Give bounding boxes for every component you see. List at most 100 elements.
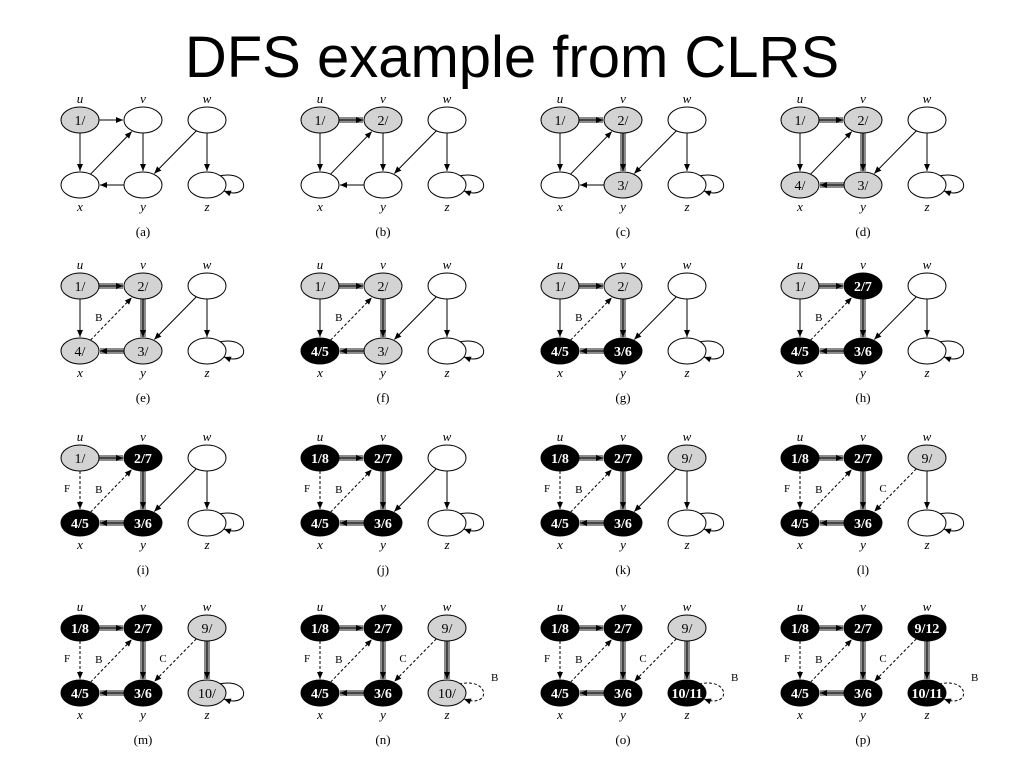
node-z (907, 509, 947, 537)
vertex-label-x: x (316, 365, 323, 380)
node-time-y: 3/6 (374, 687, 392, 702)
node-time-y: 3/6 (614, 517, 632, 532)
node-u (60, 444, 100, 472)
node-time-u: 1/8 (311, 452, 329, 467)
vertex-label-v: v (140, 429, 146, 444)
vertex-label-z: z (443, 537, 449, 552)
node-x (60, 679, 100, 707)
vertex-label-x: x (556, 707, 563, 722)
vertex-label-z: z (203, 365, 209, 380)
node-time-v: 2/ (378, 280, 389, 295)
vertex-label-y: y (618, 537, 626, 552)
node-v (603, 444, 643, 472)
vertex-label-x: x (556, 537, 563, 552)
node-x (540, 509, 580, 537)
vertex-label-w: w (203, 257, 212, 272)
edge-x-v (330, 131, 373, 175)
node-v (363, 272, 403, 300)
node-time-x: 4/5 (791, 687, 809, 702)
edge-w-y (393, 468, 437, 512)
node-v (843, 444, 883, 472)
vertex-label-z: z (683, 537, 689, 552)
node-u (540, 106, 580, 134)
node-w (667, 444, 707, 472)
node-y (603, 679, 643, 707)
edge-label-w-y: C (879, 653, 886, 665)
node-w (187, 106, 227, 134)
panel-caption: (h) (855, 390, 870, 405)
node-x (780, 171, 820, 199)
node-z (427, 171, 467, 199)
edge-label-u-x: F (64, 483, 70, 495)
vertex-label-y: y (378, 365, 386, 380)
node-x (60, 337, 100, 365)
edge-z-z-loop (458, 512, 485, 535)
node-time-y: 3/6 (854, 345, 872, 360)
vertex-label-y: y (378, 199, 386, 214)
node-time-v: 2/ (618, 280, 629, 295)
edge-label-w-y: C (639, 653, 646, 665)
node-y (363, 679, 403, 707)
panel-caption: (g) (615, 390, 630, 405)
edge-label-w-y: C (879, 483, 886, 495)
node-v (843, 614, 883, 642)
node-u (780, 272, 820, 300)
node-time-y: 3/6 (134, 687, 152, 702)
vertex-label-u: u (77, 257, 84, 272)
node-y (843, 337, 883, 365)
node-w (427, 106, 467, 134)
node-time-u: 1/8 (71, 622, 89, 637)
node-time-x: 4/5 (791, 517, 809, 532)
vertex-label-x: x (796, 365, 803, 380)
node-time-v: 2/7 (374, 452, 392, 467)
node-time-v: 2/7 (134, 622, 152, 637)
node-time-v: 2/ (858, 114, 869, 129)
node-time-u: 1/ (795, 280, 806, 295)
edge-w-y (873, 296, 917, 340)
node-time-x: 4/5 (551, 687, 569, 702)
vertex-label-w: w (203, 429, 212, 444)
vertex-label-u: u (557, 429, 564, 444)
edge-label-u-x: F (784, 653, 790, 665)
edge-z-z-loop (698, 174, 725, 197)
vertex-label-v: v (380, 429, 386, 444)
vertex-label-y: y (858, 199, 866, 214)
node-v (363, 444, 403, 472)
vertex-label-x: x (796, 537, 803, 552)
edge-w-y (633, 468, 677, 512)
node-time-y: 3/6 (854, 517, 872, 532)
node-w (907, 614, 947, 642)
node-time-v: 2/7 (854, 280, 872, 295)
vertex-label-w: w (923, 429, 932, 444)
node-time-y: 3/ (618, 179, 629, 194)
node-u (300, 272, 340, 300)
vertex-label-w: w (683, 599, 692, 614)
node-v (603, 272, 643, 300)
node-time-u: 1/8 (791, 622, 809, 637)
node-time-u: 1/ (315, 114, 326, 129)
edge-z-z-loop (938, 682, 965, 705)
edge-label-x-v: B (575, 484, 582, 496)
vertex-label-v: v (620, 257, 626, 272)
node-time-u: 1/ (315, 280, 326, 295)
node-time-v: 2/7 (854, 452, 872, 467)
node-time-v: 2/7 (614, 622, 632, 637)
node-v (603, 614, 643, 642)
panel-caption: (f) (377, 390, 390, 405)
node-time-y: 3/6 (614, 687, 632, 702)
node-time-u: 1/ (75, 452, 86, 467)
edge-z-z-loop (218, 174, 245, 197)
node-time-z: 10/ (198, 687, 216, 702)
node-w (667, 106, 707, 134)
vertex-label-z: z (443, 707, 449, 722)
edge-x-v (90, 131, 133, 175)
edge-z-z-loop (698, 340, 725, 363)
